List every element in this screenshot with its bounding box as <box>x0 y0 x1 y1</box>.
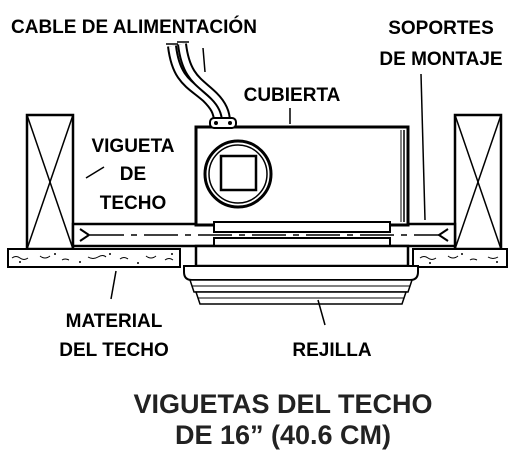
ceiling-material-label-line1: MATERIAL <box>66 311 163 332</box>
right-joist <box>453 113 503 251</box>
fan-housing <box>194 125 410 227</box>
housing-flanges <box>194 221 410 268</box>
leader-lines <box>85 47 426 326</box>
cover-label: CUBIERTA <box>244 85 341 106</box>
caption-line2: DE 16” (40.6 CM) <box>175 420 391 450</box>
power-cable-label: CABLE DE ALIMENTACIÓN <box>11 16 257 38</box>
ceiling-material <box>7 248 508 268</box>
grille-label: REJILLA <box>292 340 371 361</box>
caption-line1: VIGUETAS DEL TECHO <box>133 389 432 419</box>
joist-label-line3: TECHO <box>100 193 167 214</box>
power-cable <box>166 41 237 129</box>
joist-label-line2: DE <box>120 164 146 185</box>
grille <box>183 265 419 305</box>
ceiling-material-label-line2: DEL TECHO <box>59 340 168 361</box>
mounting-brackets-label-line1: SOPORTES <box>388 18 494 39</box>
left-joist <box>25 113 75 251</box>
joist-label-line1: VIGUETA <box>91 136 174 157</box>
mounting-brackets-label-line2: DE MONTAJE <box>379 49 502 70</box>
